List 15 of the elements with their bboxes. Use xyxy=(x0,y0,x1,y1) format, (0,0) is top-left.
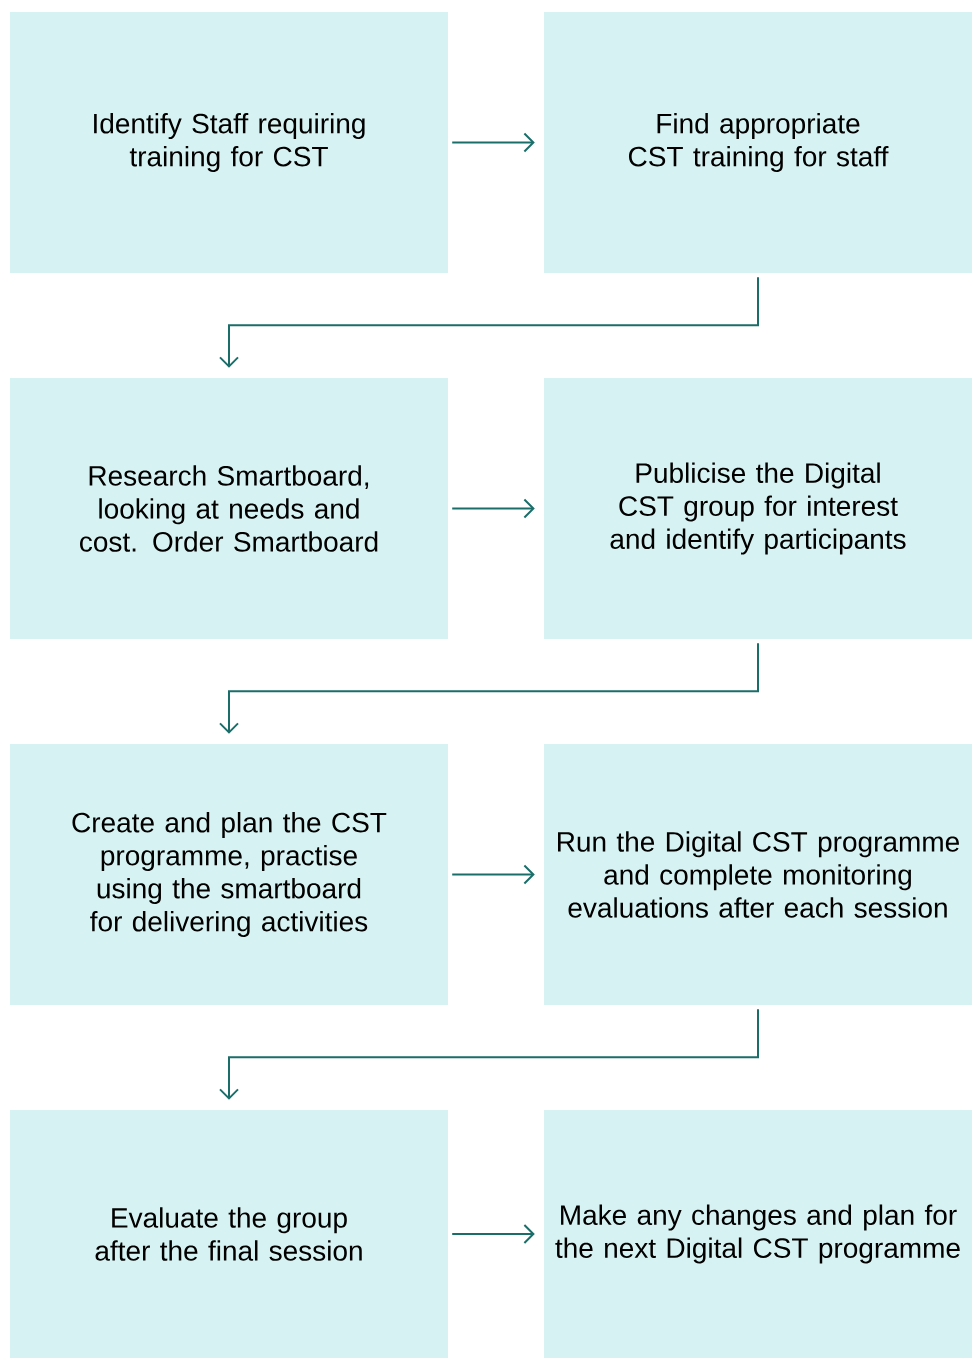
process-box: Run the Digital CST programme and complete monitoring evaluations after each session xyxy=(544,744,972,1005)
arrow xyxy=(451,132,535,153)
arrow xyxy=(219,642,759,734)
arrow xyxy=(451,864,535,885)
process-box: Evaluate the group after the final session xyxy=(10,1110,448,1358)
process-box: Create and plan the CST programme, practise using the smartboard for delivering activities xyxy=(10,744,448,1005)
process-box: Find appropriate CST training for staff xyxy=(544,12,972,273)
process-box: Research Smartboard, looking at needs and cost. Order Smartboard xyxy=(10,378,448,639)
arrow xyxy=(451,1224,535,1244)
arrow xyxy=(451,498,535,519)
process-box: Make any changes and plan for the next Digital CST programme xyxy=(544,1110,972,1358)
arrow xyxy=(219,276,759,368)
process-box: Identify Staff requiring training for CST xyxy=(10,12,448,273)
process-box: Publicise the Digital CST group for interest and identify participants xyxy=(544,378,972,639)
arrow xyxy=(219,1008,759,1100)
